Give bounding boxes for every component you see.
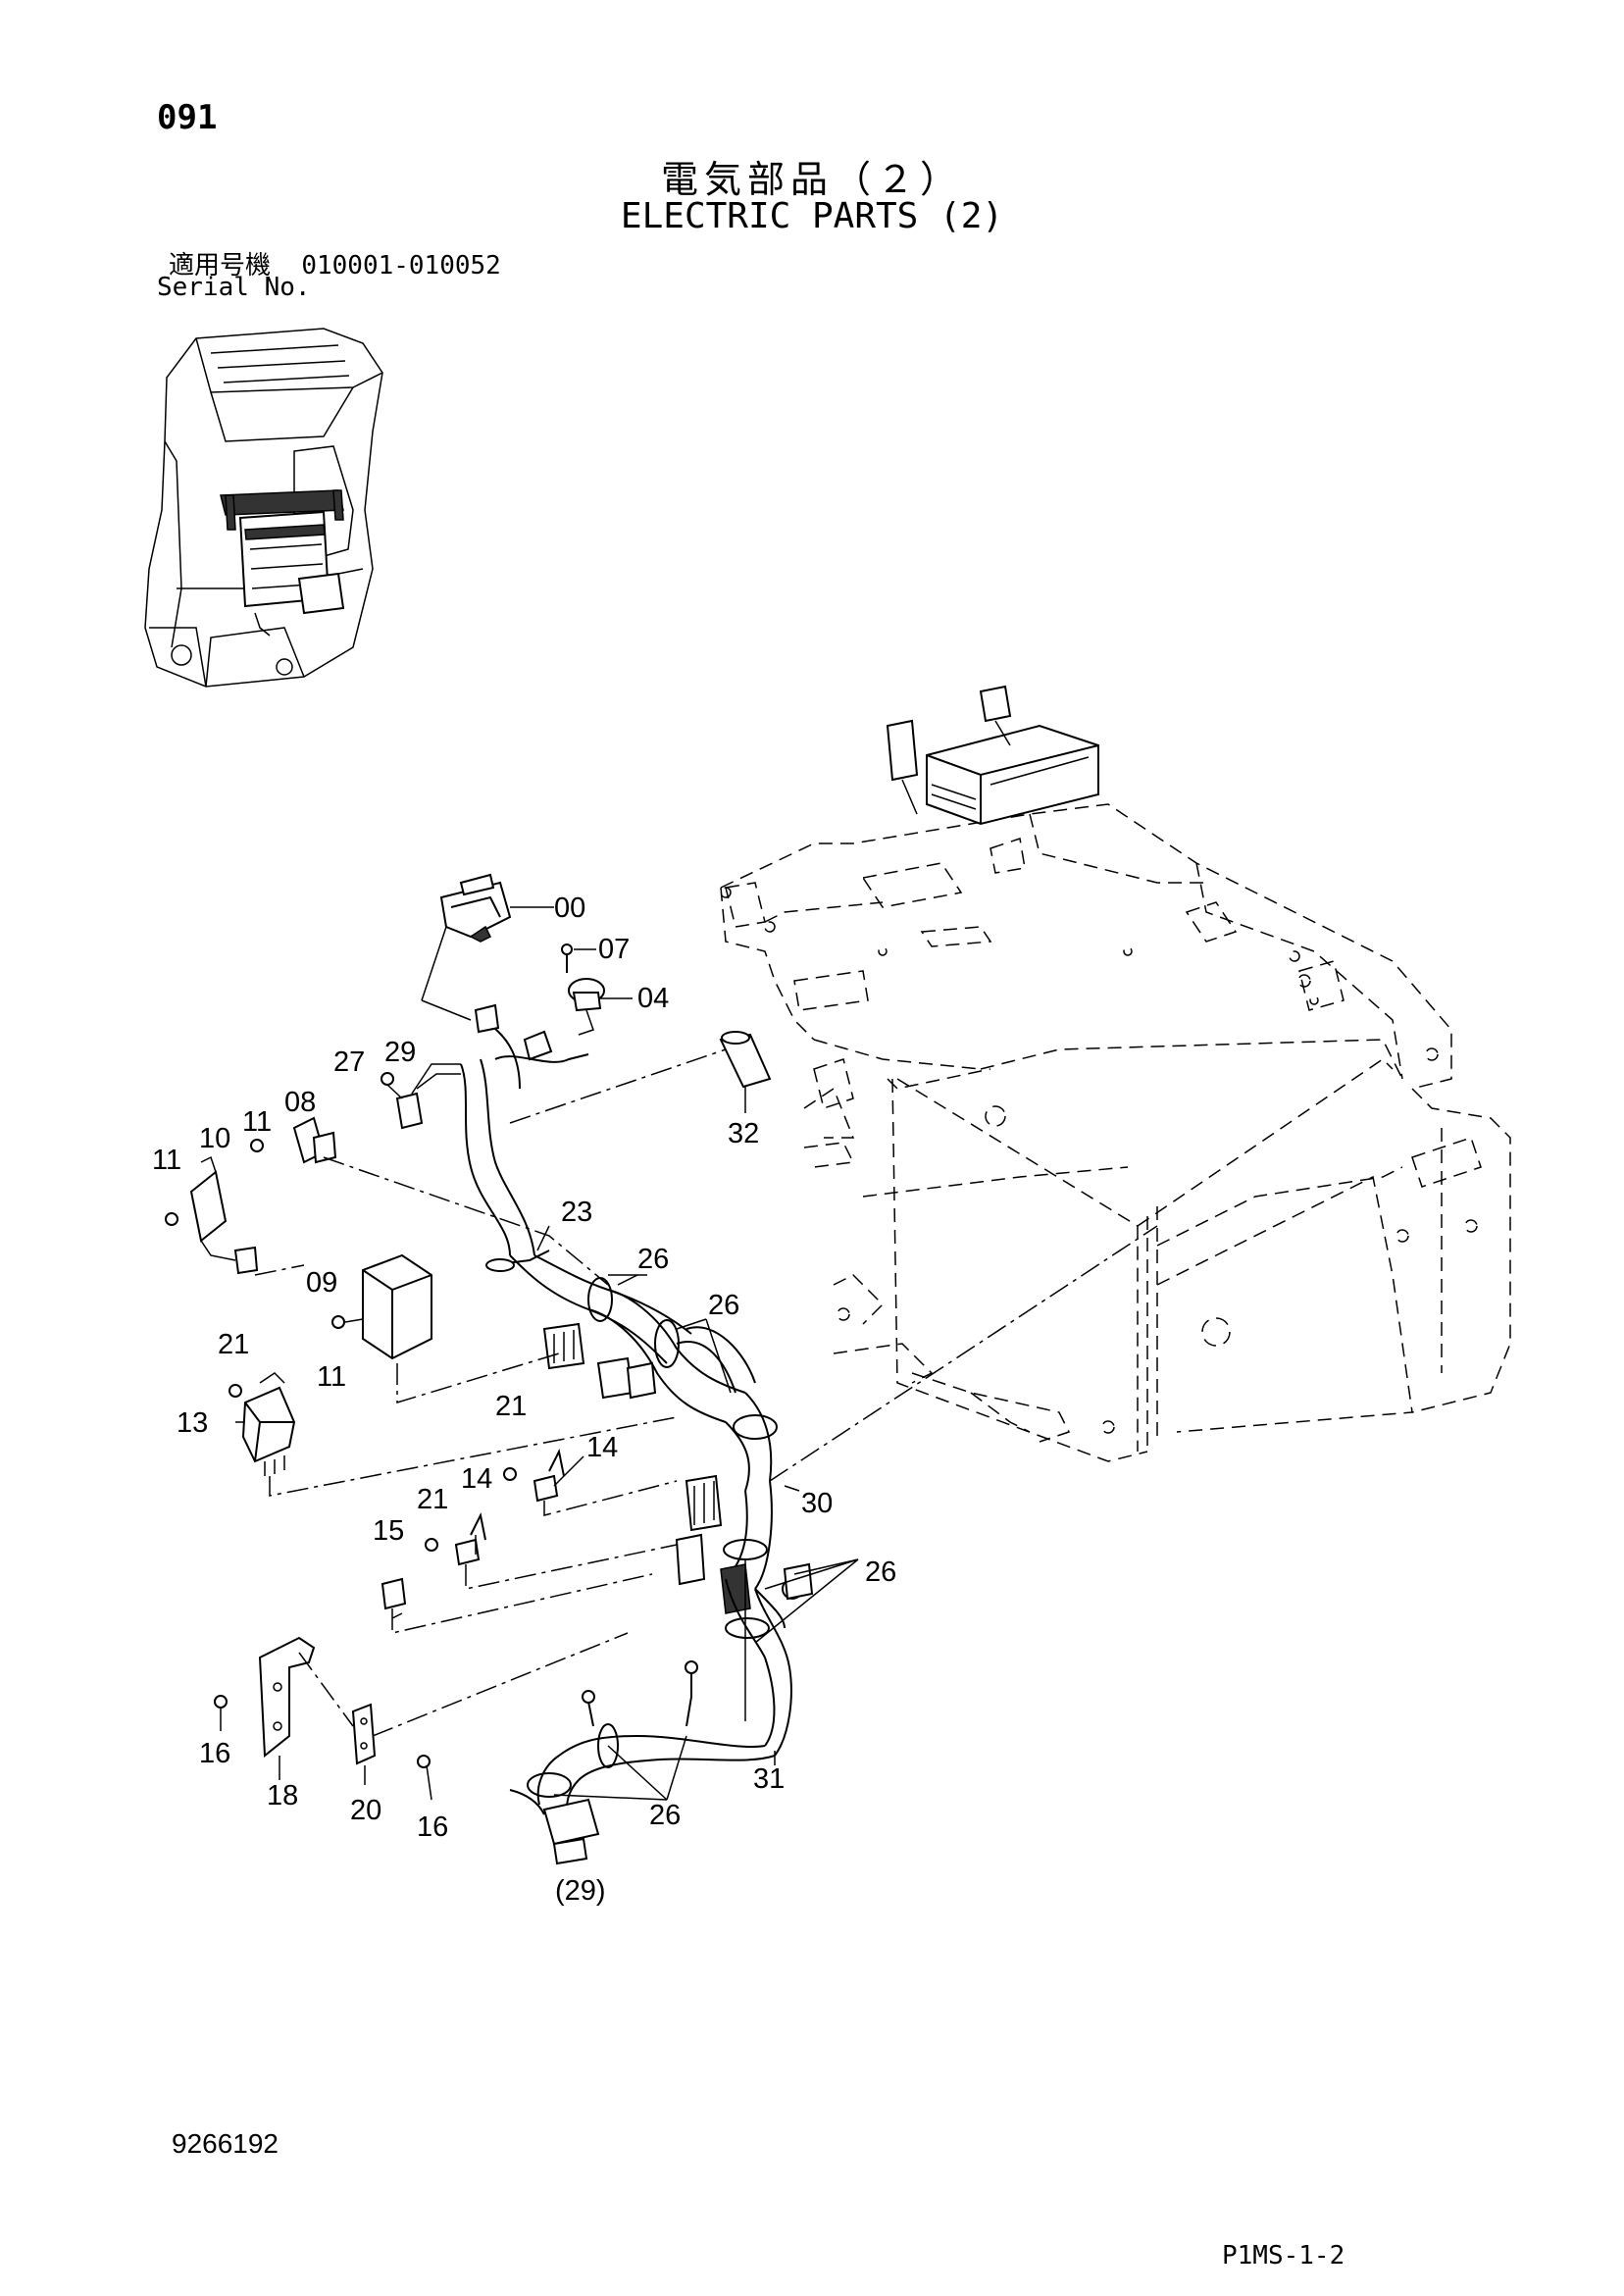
title-english: ELECTRIC PARTS (2) xyxy=(620,196,1004,236)
leader-lines xyxy=(220,906,859,1801)
callout: 18 xyxy=(267,1780,298,1811)
callout: 10 xyxy=(199,1123,230,1154)
callout: 20 xyxy=(350,1795,381,1826)
callout: 11 xyxy=(152,1145,181,1176)
callout: 26 xyxy=(637,1244,669,1275)
tube-part xyxy=(719,1031,772,1089)
callout: 21 xyxy=(218,1329,249,1360)
callout: 23 xyxy=(561,1197,592,1228)
cab-frame-outline xyxy=(720,803,1511,1462)
callout: 15 xyxy=(373,1515,404,1547)
title-japanese: 電気部品（２） xyxy=(660,158,963,201)
callout: 14 xyxy=(586,1432,618,1463)
page-reference: P1MS-1-2 xyxy=(1222,2241,1345,2270)
part-callouts: 00 07 04 27 29 32 11 10 11 08 23 26 09 2… xyxy=(152,893,896,1907)
callout: 11 xyxy=(242,1106,272,1138)
callout: 26 xyxy=(649,1800,681,1831)
callout: 04 xyxy=(637,983,669,1014)
connector-parts-27-29 xyxy=(381,1063,461,1130)
relay-part-08 xyxy=(250,1116,337,1164)
callout: 07 xyxy=(598,934,630,965)
callout: 13 xyxy=(177,1407,208,1439)
document-number: 9266192 xyxy=(172,2128,279,2159)
serial-line-japanese: 適用号機 010001-010052 xyxy=(169,245,501,281)
relay-part-13 xyxy=(228,1372,296,1476)
callout: 32 xyxy=(728,1118,759,1149)
controller-unit xyxy=(886,685,1099,826)
sensor-part xyxy=(561,944,605,1036)
callout: 27 xyxy=(333,1046,365,1078)
key-switch-part xyxy=(421,873,512,1021)
callout: 31 xyxy=(753,1763,785,1795)
callout: 09 xyxy=(306,1267,337,1299)
serial-label-japanese: 適用号機 xyxy=(169,251,272,281)
bracket-parts-18-20 xyxy=(214,1636,431,1768)
callout: 16 xyxy=(199,1738,230,1769)
callout: 26 xyxy=(708,1290,739,1321)
callout: 29 xyxy=(384,1037,416,1068)
callout: 08 xyxy=(284,1087,316,1118)
serial-label-english: Serial No. xyxy=(157,273,311,302)
page-code: 091 xyxy=(157,98,218,137)
callout: 21 xyxy=(417,1484,448,1515)
callout: (29) xyxy=(555,1875,606,1907)
relay-parts-14-15 xyxy=(381,1448,565,1610)
callout: 14 xyxy=(461,1463,492,1495)
serial-range: 010001-010052 xyxy=(301,251,501,281)
callout: 26 xyxy=(865,1556,896,1588)
callout: 00 xyxy=(554,893,585,924)
callout: 11 xyxy=(317,1361,346,1393)
callout: 16 xyxy=(417,1811,448,1843)
callout: 21 xyxy=(495,1391,527,1422)
reference-lines xyxy=(254,1048,1158,1737)
callout: 30 xyxy=(801,1488,833,1519)
relay-part-10 xyxy=(165,1155,259,1275)
cab-overview-inset xyxy=(144,328,383,688)
control-box-09 xyxy=(331,1253,432,1360)
main-harness xyxy=(460,1003,814,1865)
